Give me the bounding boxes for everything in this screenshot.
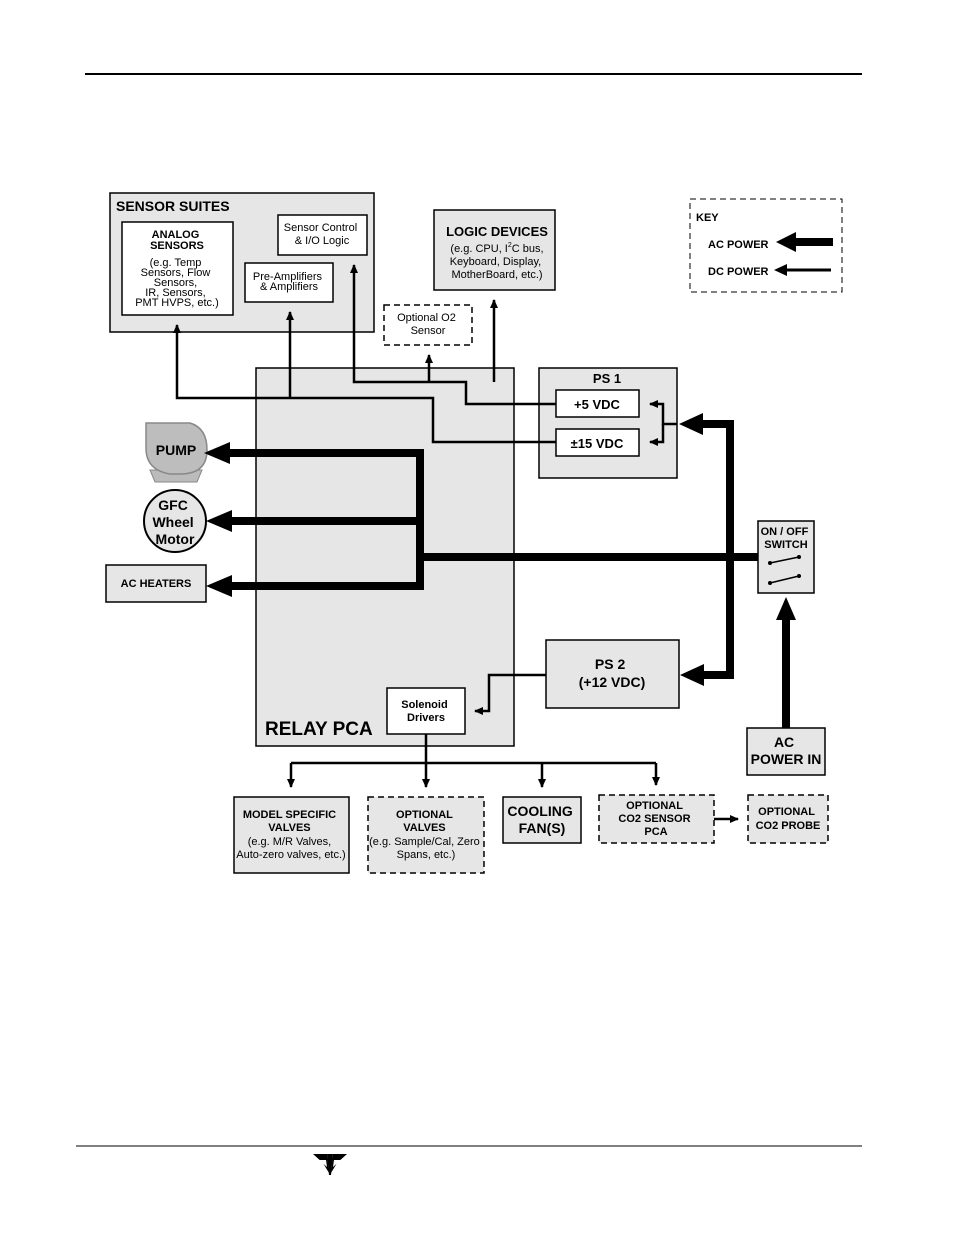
on-off-switch-label-2: SWITCH bbox=[764, 539, 807, 551]
optional-valves-label: OPTIONAL bbox=[396, 809, 453, 821]
ac-heaters-box bbox=[105, 564, 207, 603]
analog-title-2: SENSORS bbox=[150, 240, 204, 252]
co2-pca-label-3: PCA bbox=[644, 826, 667, 838]
analog-desc: IR, Sensors, bbox=[145, 287, 206, 299]
co2-pca-label: OPTIONAL bbox=[626, 800, 683, 812]
svg-text:(e.g. Temp Sensors, Flow: (e.g. Temp Sensors, Flow Sensors, IR, Se… bbox=[135, 257, 219, 309]
switch-contact-icon bbox=[768, 555, 801, 585]
svg-text:COOLING FAN(S): COOLING FAN(S) bbox=[507, 803, 576, 836]
sensor-control-box bbox=[277, 214, 368, 256]
optional-valves-desc-2: Spans, etc.) bbox=[397, 849, 456, 861]
model-valves-label-2: VALVES bbox=[268, 822, 310, 834]
svg-text:Optional O2 Sensor: Optional O2 Sensor bbox=[397, 312, 459, 337]
ac-power-in-label: AC bbox=[774, 734, 794, 750]
preamp-label: Pre-Amplifiers bbox=[253, 271, 323, 283]
ps2-label-2: (+12 VDC) bbox=[579, 674, 646, 690]
pump-icon bbox=[145, 422, 208, 483]
svg-text:Sensor Control & I/O Logic: Sensor Control & I/O Logic bbox=[284, 222, 360, 247]
solenoid-label-2: Drivers bbox=[407, 712, 445, 724]
co2-sensor-pca-box bbox=[598, 794, 715, 844]
svg-text:Keyboard, Display, MotherB: Keyboard, Display, MotherBoard, etc.) bbox=[450, 256, 545, 281]
svg-text:OPTIONAL VALVES (e.g.: OPTIONAL VALVES (e.g. Sample/Cal, Zero S… bbox=[369, 809, 483, 861]
ac-power-in-label-2: POWER IN bbox=[751, 751, 822, 767]
sensor-control-label: Sensor Control bbox=[284, 222, 357, 234]
solenoid-label: Solenoid bbox=[401, 699, 447, 711]
ps1-box bbox=[538, 367, 678, 479]
optional-valves-box bbox=[367, 796, 485, 874]
model-valves-label: MODEL SPECIFIC bbox=[243, 809, 336, 821]
model-valves-desc-2: Auto-zero valves, etc.) bbox=[236, 849, 345, 861]
ps1-15vdc-box bbox=[555, 428, 640, 457]
dc-power-arrow-icon bbox=[774, 264, 831, 276]
analog-sensors-box bbox=[121, 221, 234, 316]
cooling-label-2: FAN(S) bbox=[519, 820, 566, 836]
analog-desc: Sensors, Flow bbox=[141, 267, 211, 279]
ps2-box bbox=[545, 639, 680, 709]
svg-text:OPTIONAL CO2 PROBE: OPTIONAL CO2 PROBE bbox=[756, 806, 821, 832]
preamp-label-2: & Amplifiers bbox=[260, 281, 319, 293]
svg-text:GFC Wheel Motor: GFC Wheel Motor bbox=[152, 497, 197, 547]
logic-devices-desc: (e.g. CPU, I bbox=[450, 243, 507, 255]
co2-probe-box bbox=[747, 794, 829, 844]
ac-power-arrowheads bbox=[204, 413, 796, 686]
ps1-title: PS 1 bbox=[593, 371, 621, 386]
ac-power-in-box bbox=[746, 727, 826, 776]
gfc-label: GFC bbox=[158, 497, 188, 513]
key-dc-label: DC POWER bbox=[708, 266, 769, 278]
svg-text:AC POWER IN: AC POWER IN bbox=[751, 734, 822, 767]
model-specific-valves-box bbox=[233, 796, 350, 874]
svg-text:PS 2 (+12 VDC): PS 2 (+12 VDC) bbox=[579, 656, 646, 690]
svg-text:ANALOG SENSORS: ANALOG SENSORS bbox=[150, 229, 204, 252]
key-ac-label: AC POWER bbox=[708, 239, 769, 251]
ps1-5vdc-box bbox=[555, 389, 640, 418]
optional-o2-label-2: Sensor bbox=[411, 325, 446, 337]
logic-devices-desc-3: MotherBoard, etc.) bbox=[451, 269, 542, 281]
ps2-label: PS 2 bbox=[595, 656, 626, 672]
sensor-control-label-2: & I/O Logic bbox=[295, 235, 350, 247]
logic-devices-title: LOGIC DEVICES bbox=[446, 224, 548, 239]
sensor-suites-title: SENSOR SUITES bbox=[116, 198, 230, 214]
ac-power-lines bbox=[227, 420, 790, 728]
svg-text:MODEL SPECIFIC VALVES: MODEL SPECIFIC VALVES (e.g. M/R Valves, … bbox=[236, 809, 345, 861]
analog-desc: PMT HVPS, etc.) bbox=[135, 297, 219, 309]
optional-valves-label-2: VALVES bbox=[403, 822, 445, 834]
analog-desc: (e.g. Temp bbox=[150, 257, 202, 269]
co2-probe-label-2: CO2 PROBE bbox=[756, 820, 821, 832]
logic-devices-desc-sup: 2 bbox=[508, 242, 512, 249]
company-logo bbox=[313, 1154, 347, 1175]
logic-devices-box bbox=[433, 209, 556, 291]
analog-title: ANALOG bbox=[152, 229, 200, 241]
svg-text:ON / OFF SWITCH: ON / OFF SWITCH bbox=[761, 526, 812, 551]
svg-text:Pre-Amplifiers & Amplifier: Pre-Amplifiers & Amplifiers bbox=[253, 271, 325, 293]
on-off-switch-box bbox=[757, 520, 815, 594]
co2-pca-label-2: CO2 SENSOR bbox=[618, 813, 690, 825]
preamp-box bbox=[244, 262, 334, 303]
logic-devices-desc: C bus, bbox=[512, 243, 544, 255]
pump-label: PUMP bbox=[156, 442, 196, 458]
logic-devices-desc-2: Keyboard, Display, bbox=[450, 256, 542, 268]
key-title: KEY bbox=[696, 212, 719, 224]
svg-text:OPTIONAL CO2 SENSOR PC: OPTIONAL CO2 SENSOR PCA bbox=[618, 800, 693, 838]
co2-probe-label: OPTIONAL bbox=[758, 806, 815, 818]
optional-valves-desc: (e.g. Sample/Cal, Zero bbox=[369, 836, 480, 848]
dc-power-lines bbox=[173, 264, 739, 823]
on-off-switch-label: ON / OFF bbox=[761, 526, 809, 538]
cooling-label: COOLING bbox=[507, 803, 572, 819]
analog-desc: Sensors, bbox=[154, 277, 197, 289]
relay-pca-label: RELAY PCA bbox=[265, 719, 373, 740]
gfc-label-3: Motor bbox=[156, 531, 195, 547]
ac-power-arrow-icon bbox=[776, 232, 833, 252]
optional-o2-label: Optional O2 bbox=[397, 312, 456, 324]
model-valves-desc: (e.g. M/R Valves, bbox=[248, 836, 332, 848]
gfc-label-2: Wheel bbox=[152, 514, 193, 530]
ac-heaters-label: AC HEATERS bbox=[121, 578, 192, 590]
svg-text:(e.g. CPU, I2C bus,: (e.g. CPU, I2C bus, bbox=[450, 242, 543, 255]
solenoid-drivers-box bbox=[386, 687, 466, 735]
cooling-fans-box bbox=[502, 796, 582, 844]
ps1-15vdc-label: ±15 VDC bbox=[571, 436, 624, 451]
svg-text:Solenoid Drivers: Solenoid Drivers bbox=[401, 699, 451, 724]
optional-o2-box bbox=[383, 304, 473, 346]
ps1-5vdc-label: +5 VDC bbox=[574, 397, 620, 412]
